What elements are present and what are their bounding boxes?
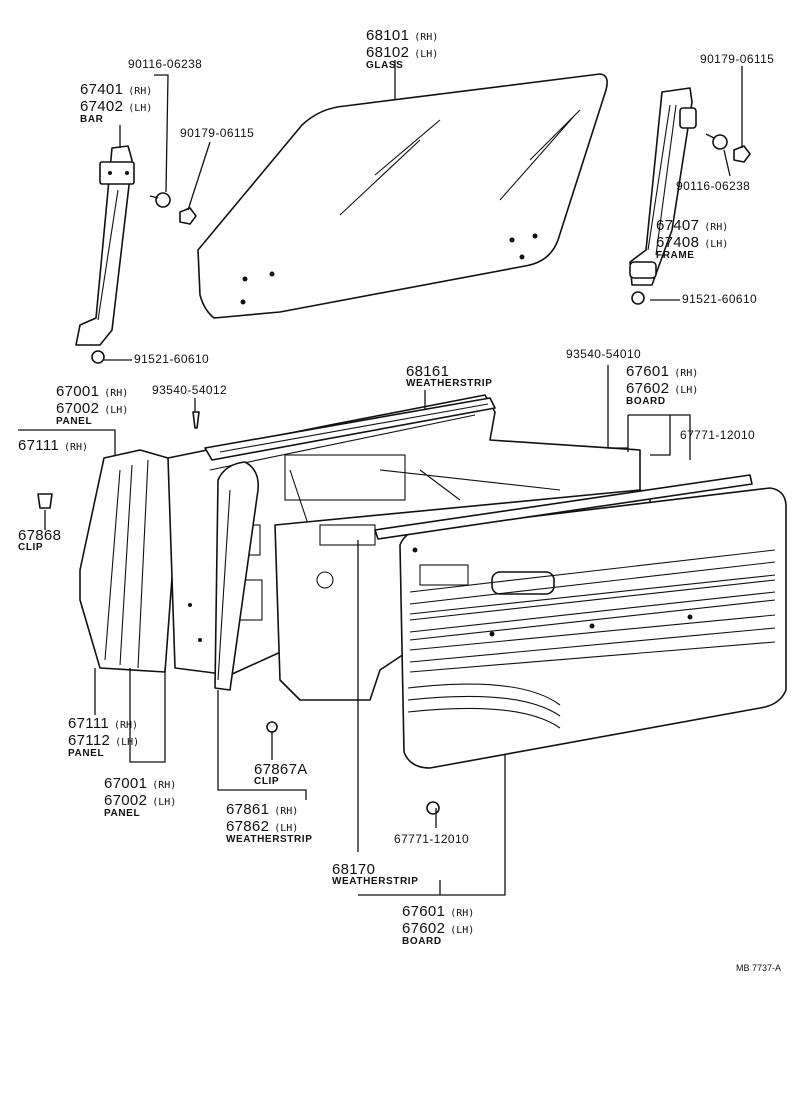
door-outer-panel [79,449,181,673]
board-lower-label: 67601 (RH) 67602 (LH) BOARD [402,904,474,947]
part-name: CLIP [254,776,280,787]
weatherstrip-bottom-label: 68170 WEATHERSTRIP [332,862,418,887]
side-rh: (RH) [274,806,299,817]
side-lh: (LH) [128,103,153,114]
side-rh: (RH) [64,442,89,453]
part-name: CLIP [18,542,44,553]
clip-board-lower-label: 67771-12010 [394,832,470,846]
side-rh: (RH) [704,222,729,233]
part-number: 67602 [402,920,446,937]
clip-upper-label: 93540-54012 [152,383,228,397]
bolt-right-label: 90116-06238 [676,179,751,193]
part-number: 67111 [68,715,109,732]
side-lh: (LH) [104,405,129,416]
board-upper-label: 67601 (RH) 67602 (LH) BOARD [626,364,698,407]
weatherstrip-upper-label: 68161 WEATHERSTRIP [406,364,492,389]
part-number: 67002 [56,400,100,417]
side-lh: (LH) [414,49,439,60]
part-number: 67002 [104,792,148,809]
nut-left-label: 90179-06115 [180,126,255,140]
part-name: WEATHERSTRIP [226,834,313,845]
side-rh: (RH) [152,780,177,791]
part-name: PANEL [104,808,141,819]
side-rh: (RH) [114,720,139,731]
part-number: 67861 [226,801,270,818]
side-lh: (LH) [450,925,475,936]
part-number: 68161 [406,363,450,380]
part-number: 68102 [366,44,410,61]
nut-top-right-label: 90179-06115 [700,52,775,66]
bar-label: 67401 (RH) 67402 (LH) BAR [80,82,152,125]
part-number: 67408 [656,234,700,251]
side-rh: (RH) [128,86,153,97]
part-name: BOARD [402,936,442,947]
door-trim-board [374,474,787,769]
part-number: 67601 [626,363,670,380]
part-number: 67401 [80,81,124,98]
side-rh: (RH) [414,32,439,43]
panel-upper-label: 67001 (RH) 67002 (LH) PANEL [56,384,128,427]
part-number: 67402 [80,98,124,115]
division-bar [75,145,135,346]
clip-left-label: 67868 CLIP [18,528,61,553]
belt-weatherstrip [204,397,496,461]
screw-bottom-left-label: 91521-60610 [134,352,210,366]
part-number: 67868 [18,527,62,544]
part-number: 67112 [68,732,111,749]
part-name: FRAME [656,250,695,261]
side-lh: (LH) [115,737,140,748]
drawing-code: MB 7737-A [736,963,782,973]
side-lh: (LH) [704,239,729,250]
panel-lower-a-label: 67111 (RH) 67112 (LH) PANEL [68,716,139,759]
glass-label: 68101 (RH) 68102 (LH) GLASS [366,28,438,71]
clip-lower-label: 67867A CLIP [254,762,308,787]
part-name: BAR [80,114,104,125]
part-number: 67111 [18,437,59,454]
side-rh: (RH) [450,908,475,919]
side-rh: (RH) [674,368,699,379]
panel-lower-b-label: 67001 (RH) 67002 (LH) PANEL [104,776,176,819]
side-lh: (LH) [152,797,177,808]
part-number: 67601 [402,903,446,920]
side-rh: (RH) [104,388,129,399]
weatherstrip-lower-label: 67861 (RH) 67862 (LH) WEATHERSTRIP [226,802,312,845]
clip-board-upper-label: 67771-12010 [680,428,756,442]
part-name: GLASS [366,60,404,71]
leader-lines [18,60,743,896]
side-lh: (LH) [674,385,699,396]
part-number: 67602 [626,380,670,397]
part-number: 67001 [104,775,148,792]
part-number: 68170 [332,861,376,878]
side-lh: (LH) [274,823,299,834]
part-name: BOARD [626,396,666,407]
part-number: 67001 [56,383,100,400]
part-number: 68101 [366,27,410,44]
part-name: WEATHERSTRIP [332,876,419,887]
door-weatherstrip [214,461,260,691]
frame-label: 67407 (RH) 67408 (LH) FRAME [656,218,728,261]
clip-right-label: 93540-54010 [566,347,642,361]
screw-bottom-right-label: 91521-60610 [682,292,758,306]
panel-rh-upper-label: 67111 (RH) [18,438,88,454]
door-glass [197,73,608,319]
part-number: 67407 [656,217,700,234]
part-number: 67867A [254,761,308,778]
part-name: WEATHERSTRIP [406,378,493,389]
bolt-top-left-label: 90116-06238 [128,57,203,71]
glass-run-frame [629,87,697,286]
fasteners [37,133,751,815]
part-number: 67862 [226,818,270,835]
part-name: PANEL [56,416,93,427]
part-name: PANEL [68,748,105,759]
